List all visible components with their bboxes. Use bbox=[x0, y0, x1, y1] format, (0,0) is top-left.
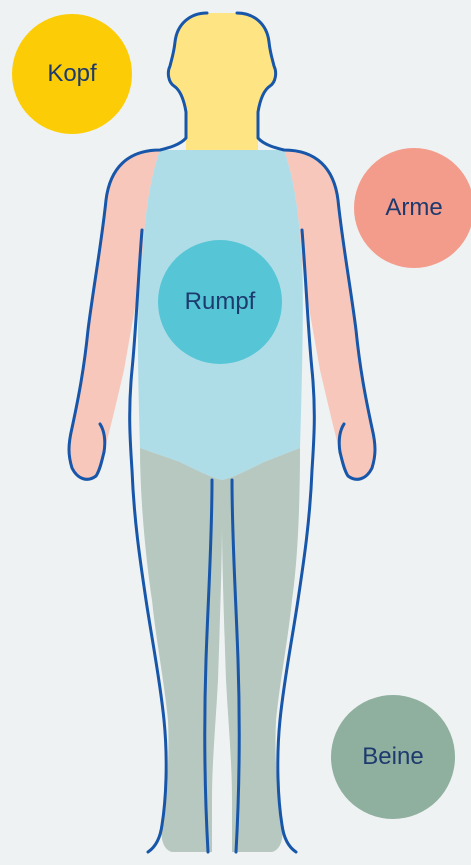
head-region bbox=[168, 13, 275, 150]
region-label-arme-text: Arme bbox=[385, 194, 442, 222]
region-label-beine-text: Beine bbox=[362, 743, 423, 771]
region-label-kopf-text: Kopf bbox=[47, 60, 96, 88]
region-label-kopf: Kopf bbox=[12, 14, 132, 134]
region-label-rumpf-text: Rumpf bbox=[185, 288, 256, 316]
region-label-arme: Arme bbox=[354, 148, 471, 268]
region-label-rumpf: Rumpf bbox=[158, 240, 282, 364]
region-label-beine: Beine bbox=[331, 695, 455, 819]
